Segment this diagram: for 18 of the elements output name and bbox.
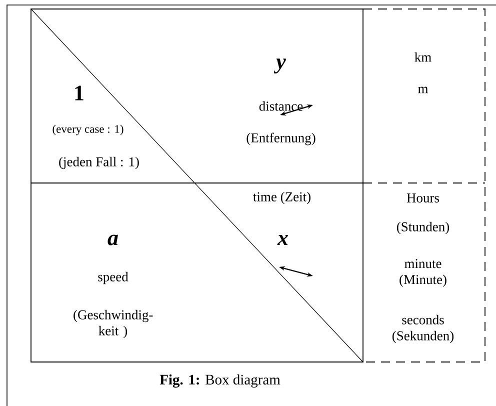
cell-text: time (Zeit) [253,192,310,204]
cell-text: a [108,234,118,246]
cell-text: x [277,234,288,246]
unit-text: Hours [406,194,439,202]
cell-text: y [274,58,286,74]
cell-text: speed [98,272,128,284]
figure-caption: Fig. 1: Box diagram [160,374,280,388]
cell-text: (jeden Fall : 1) [59,156,139,170]
unit-text: m [418,86,428,94]
cell-text: distance [259,101,303,111]
cell-text: (every case : 1) [52,124,124,136]
unit-text: (Stunden) [396,222,450,234]
cell-text: (Geschwindig- keit ) [74,310,153,338]
unit-text: seconds (Sekunden) [392,314,454,344]
cell-text: 1 [75,86,84,100]
cell-text: (Entfernung) [246,132,316,146]
unit-text: km [414,52,432,62]
unit-text: minute (Minute) [400,259,446,287]
